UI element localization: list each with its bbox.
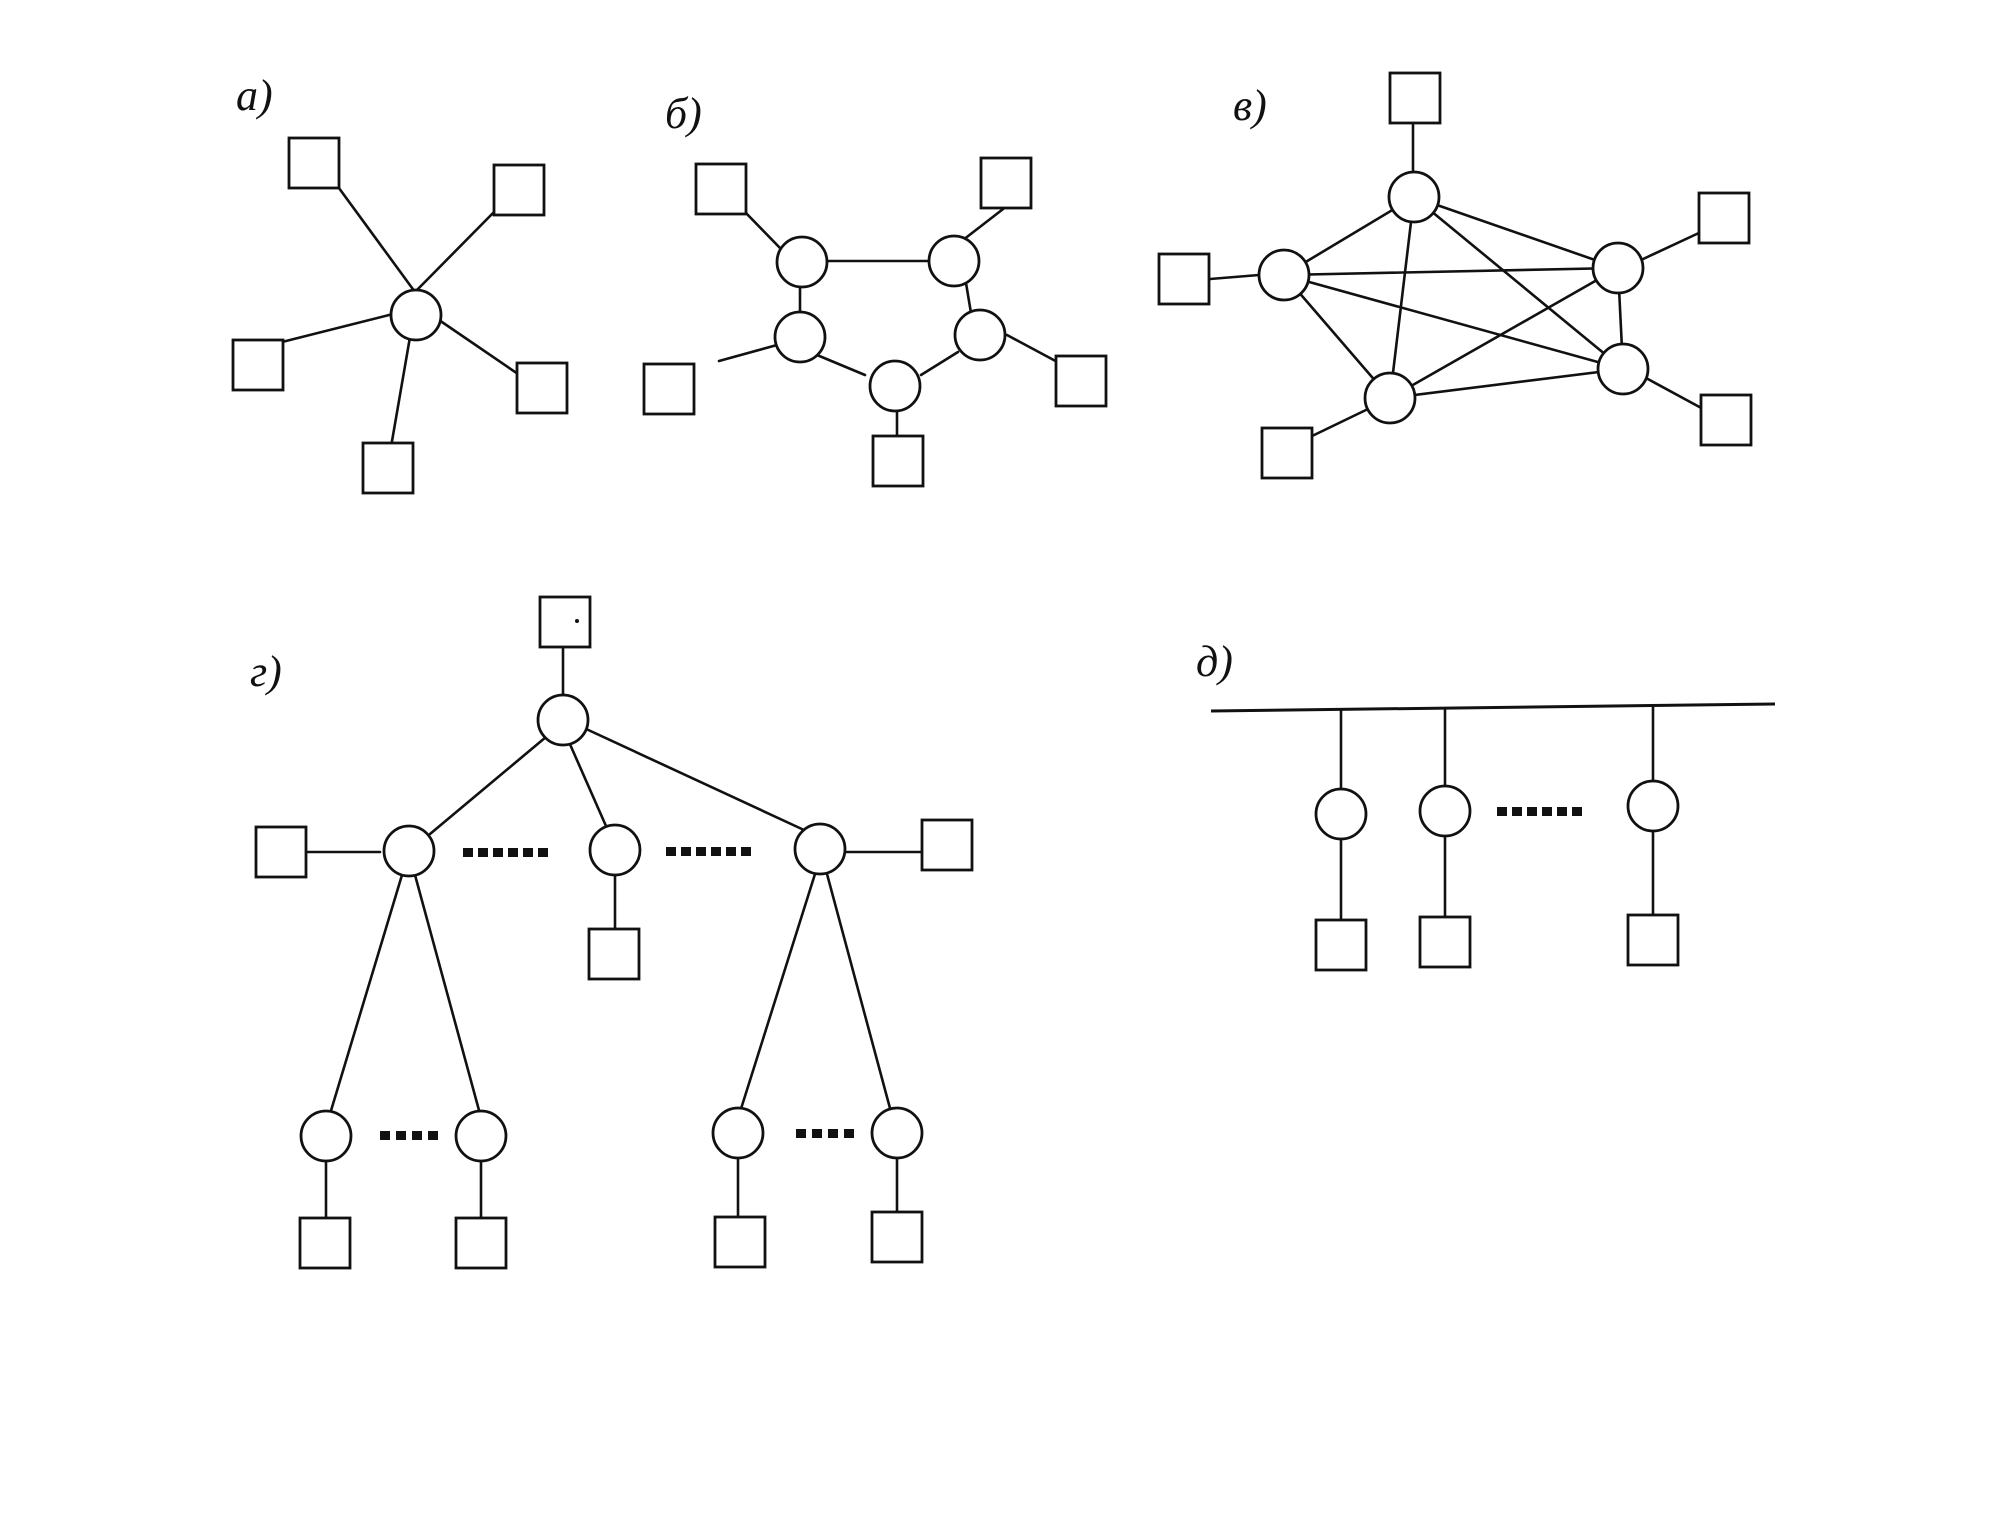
bus-line: [1210, 702, 1776, 713]
mesh-terminal: [1699, 393, 1753, 447]
ring-terminal: [1054, 354, 1108, 408]
ring-node: [773, 310, 827, 364]
mesh-terminal: [1388, 71, 1442, 125]
mesh-terminal: [1157, 252, 1211, 306]
tree-terminal: [713, 1215, 767, 1269]
mesh-node: [1596, 342, 1650, 396]
tree-terminal: [538, 595, 592, 649]
star-terminal: [231, 338, 285, 392]
mesh-node: [1387, 170, 1441, 224]
star-terminal: [515, 361, 569, 415]
bus-terminal: [1626, 913, 1680, 967]
tree-leaf-node: [454, 1109, 508, 1163]
ring-terminal: [871, 434, 925, 488]
tree-leaf-node: [711, 1106, 765, 1160]
tree-node: [793, 822, 847, 876]
tree-terminal: [254, 825, 308, 879]
diagram-a-star: а): [231, 71, 569, 495]
label-c: в): [1233, 81, 1267, 130]
mesh-terminal: [1260, 426, 1314, 480]
star-terminal: [287, 136, 341, 190]
mesh-terminal: [1697, 191, 1751, 245]
bus-node: [1626, 779, 1680, 833]
mesh-node: [1257, 248, 1311, 302]
ring-terminal: [694, 162, 748, 216]
tree-root-node: [536, 693, 590, 747]
star-terminal: [361, 441, 415, 495]
diagram-c-mesh: в): [1157, 71, 1753, 480]
diagram-e-bus: д): [1196, 637, 1776, 972]
tree-terminal: [298, 1216, 352, 1270]
diagram-d-tree: г): [250, 595, 974, 1270]
bus-node: [1314, 787, 1368, 841]
tree-terminal: [920, 818, 974, 872]
star-terminal: [492, 163, 546, 217]
tree-terminal: [454, 1216, 508, 1270]
label-b: б): [665, 89, 702, 138]
label-e: д): [1196, 637, 1233, 686]
ring-node: [953, 308, 1007, 362]
ring-node: [775, 235, 829, 289]
ring-terminal: [979, 156, 1033, 210]
speck: [575, 619, 579, 623]
label-a: а): [236, 71, 273, 120]
tree-terminal: [870, 1210, 924, 1264]
ring-node: [868, 359, 922, 413]
star-hub-node: [389, 288, 443, 342]
tree-leaf-node: [870, 1106, 924, 1160]
ring-node: [927, 234, 981, 288]
label-d: г): [250, 647, 282, 696]
tree-leaf-node: [299, 1109, 353, 1163]
tree-node: [382, 824, 436, 878]
mesh-node: [1591, 241, 1645, 295]
diagram-b-ring: б): [642, 89, 1108, 488]
mesh-node: [1363, 371, 1417, 425]
bus-terminal: [1418, 915, 1472, 969]
ring-terminal: [642, 362, 696, 416]
bus-dots-continuation: [1497, 807, 1582, 816]
bus-terminal: [1314, 918, 1368, 972]
tree-terminal: [587, 927, 641, 981]
bus-node: [1418, 784, 1472, 838]
tree-node: [588, 823, 642, 877]
tree-dots-continuation: [380, 847, 854, 1140]
